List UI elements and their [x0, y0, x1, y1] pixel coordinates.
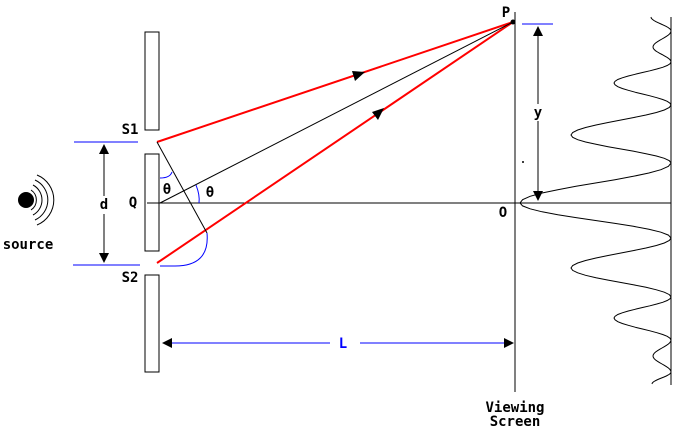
ray-from-s2	[156, 21, 514, 264]
d-label: d	[100, 197, 108, 213]
ray-s1-arrow-icon	[352, 71, 365, 81]
q-label: Q	[129, 195, 137, 211]
theta-label-right: θ	[206, 185, 214, 201]
s1-label: S1	[122, 122, 139, 138]
viewing-screen-label-1: Viewing	[485, 400, 544, 416]
s2-label: S2	[122, 270, 139, 286]
barrier-bottom	[144, 274, 160, 373]
theta-arc-left	[159, 171, 173, 179]
ray-s2-arrow-icon	[372, 108, 384, 120]
ray-from-s1	[156, 21, 514, 143]
viewing-screen-label-2: Screen	[490, 414, 541, 430]
theta-arc-right	[195, 184, 200, 204]
source-icon	[18, 174, 55, 226]
interference-pattern-curve	[519, 16, 672, 385]
l-label: L	[339, 336, 347, 352]
barrier-top	[144, 31, 160, 131]
path-difference-perpendicular	[156, 141, 208, 234]
path-difference-arc	[160, 232, 208, 267]
source-label: source	[3, 237, 54, 253]
center-line-to-p	[159, 21, 514, 204]
y-label: y	[534, 105, 543, 121]
p-label: P	[502, 5, 510, 21]
point-p	[510, 19, 516, 25]
o-label: O	[499, 205, 507, 221]
theta-label-left: θ	[163, 182, 171, 198]
stray-dot	[522, 161, 524, 163]
